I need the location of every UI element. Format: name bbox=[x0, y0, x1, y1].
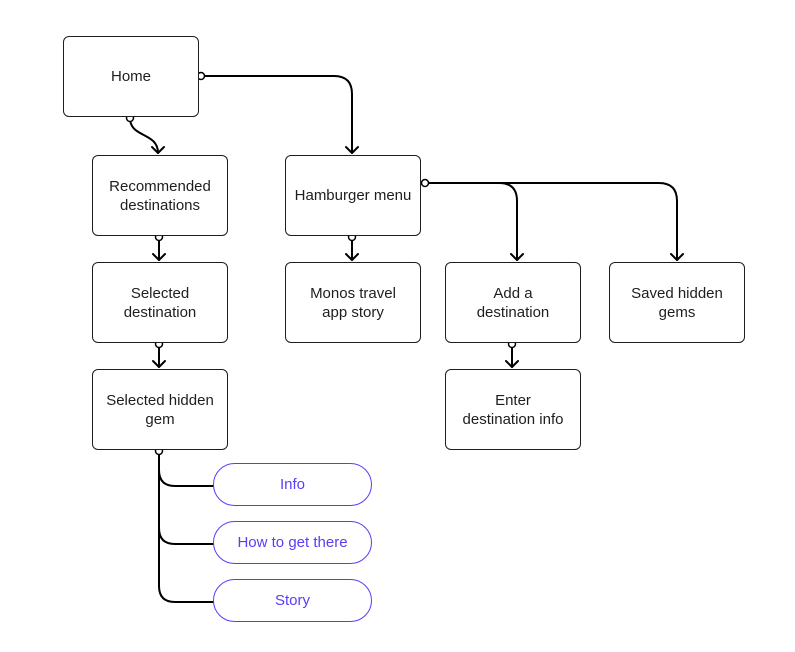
edge-gem-story bbox=[158, 450, 214, 603]
arrow-head-selected-gem bbox=[152, 360, 166, 368]
node-monos-travel-app-story: Monos travel app story bbox=[285, 262, 421, 343]
arrow-head-saved-gems bbox=[670, 253, 684, 261]
node-enter-destination-info-label: Enter destination info bbox=[462, 391, 564, 428]
node-recommended-destinations: Recommended destinations bbox=[92, 155, 228, 236]
node-add-a-destination: Add a destination bbox=[445, 262, 581, 343]
node-selected-hidden-gem-label: Selected hidden gem bbox=[106, 391, 214, 428]
node-selected-destination: Selected destination bbox=[92, 262, 228, 343]
edge-start-dot-hamburger-right bbox=[420, 178, 430, 188]
node-hamburger-menu: Hamburger menu bbox=[285, 155, 421, 236]
subitem-how-to-get-there: How to get there bbox=[213, 521, 372, 564]
edge-home-recommended bbox=[129, 117, 159, 154]
subitem-how-to-get-there-label: How to get there bbox=[237, 534, 348, 551]
arrow-head-monos bbox=[345, 253, 359, 261]
arrow-head-selected-destination bbox=[152, 253, 166, 261]
node-saved-hidden-gems: Saved hidden gems bbox=[609, 262, 745, 343]
subitem-story-label: Story bbox=[274, 592, 310, 609]
node-recommended-destinations-label: Recommended destinations bbox=[109, 177, 211, 214]
edge-hamburger-add-destination bbox=[424, 182, 518, 261]
edge-home-hamburger bbox=[200, 75, 353, 154]
subitem-info-label: Info bbox=[279, 476, 306, 493]
edge-gem-info bbox=[158, 450, 214, 487]
arrow-head-enter-info bbox=[505, 360, 519, 368]
node-selected-hidden-gem: Selected hidden gem bbox=[92, 369, 228, 450]
node-enter-destination-info: Enter destination info bbox=[445, 369, 581, 450]
edge-gem-how-to bbox=[158, 450, 214, 545]
node-hamburger-menu-label: Hamburger menu bbox=[294, 187, 412, 204]
edge-hamburger-saved-gems bbox=[498, 182, 678, 261]
arrow-head-hamburger bbox=[345, 146, 359, 154]
arrow-head-recommended bbox=[151, 146, 165, 154]
node-add-a-destination-label: Add a destination bbox=[476, 284, 550, 321]
node-home: Home bbox=[63, 36, 199, 117]
subitem-info: Info bbox=[213, 463, 372, 506]
subitem-story: Story bbox=[213, 579, 372, 622]
node-monos-travel-app-story-label: Monos travel app story bbox=[310, 284, 396, 321]
node-saved-hidden-gems-label: Saved hidden gems bbox=[631, 284, 723, 321]
arrow-head-add-destination bbox=[510, 253, 524, 261]
node-home-label: Home bbox=[110, 68, 151, 85]
node-selected-destination-label: Selected destination bbox=[123, 284, 197, 321]
